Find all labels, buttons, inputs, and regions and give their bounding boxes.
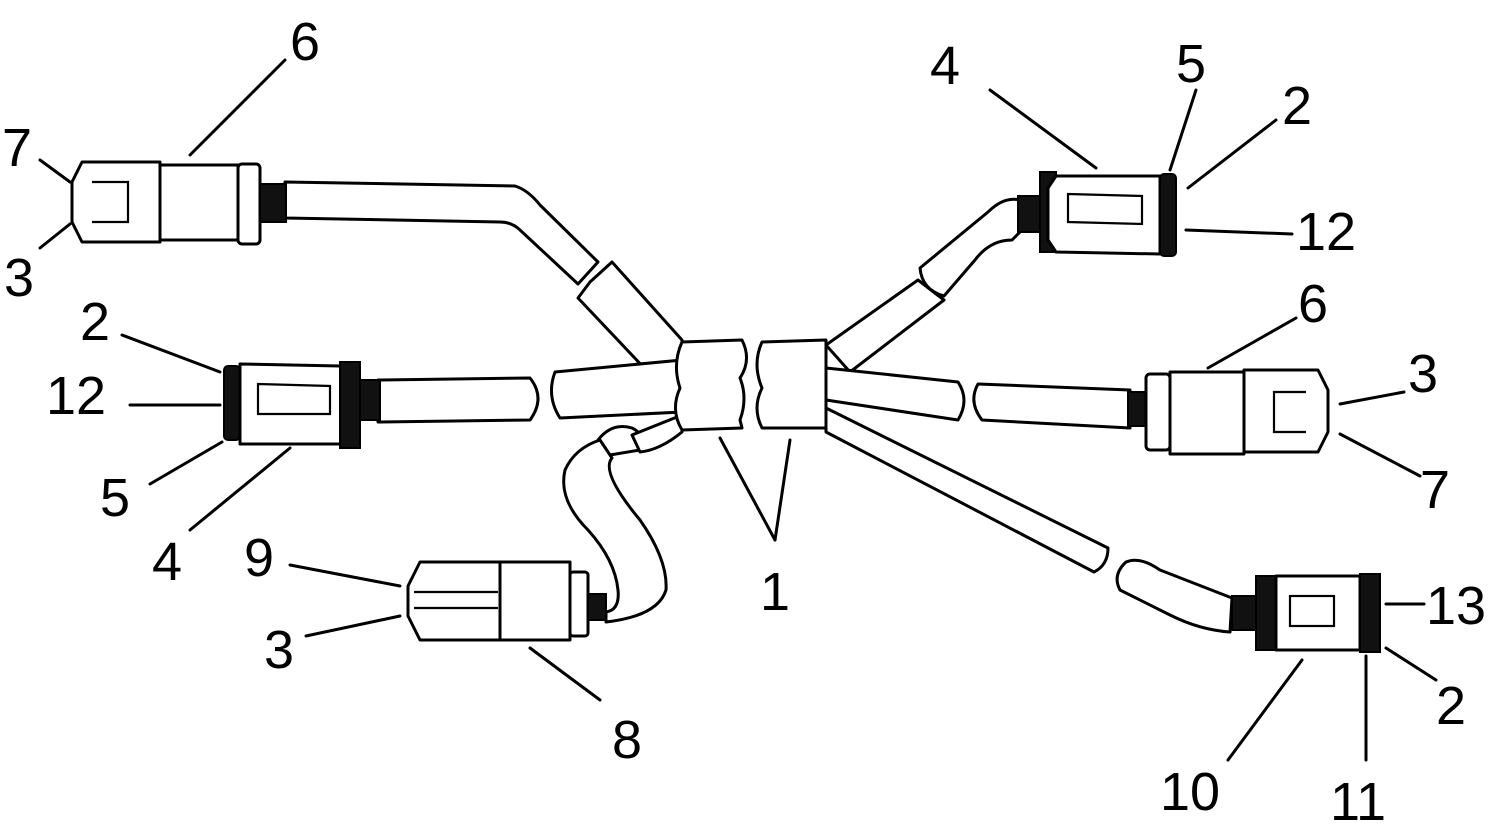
connector-mid-left — [223, 361, 381, 449]
connector-right — [1127, 368, 1330, 456]
callout-4-left: 4 — [152, 532, 182, 592]
connector-top-right — [1017, 171, 1177, 257]
callout-6-top-left: 6 — [290, 12, 320, 72]
leader-lines — [38, 58, 1438, 762]
callout-3-right: 3 — [1408, 344, 1438, 404]
callout-3-bottom-left: 3 — [264, 620, 294, 680]
callout-10: 10 — [1160, 762, 1220, 822]
callout-7-right: 7 — [1420, 460, 1450, 520]
callout-2-top-right: 2 — [1282, 76, 1312, 136]
connector-top-left — [70, 160, 287, 246]
callout-3-top-left: 3 — [4, 248, 34, 308]
connector-bottom-left — [406, 560, 607, 642]
callout-12-top-right: 12 — [1296, 202, 1356, 262]
callout-4-top-right: 4 — [930, 36, 960, 96]
callout-8: 8 — [612, 710, 642, 770]
callout-9: 9 — [244, 528, 274, 588]
callout-5-left: 5 — [100, 468, 130, 528]
callout-labels: 6 7 3 2 12 5 4 9 3 8 1 4 5 2 12 6 3 7 13… — [2, 12, 1486, 832]
callout-6-right: 6 — [1298, 274, 1328, 334]
callout-7-top-left: 7 — [2, 118, 32, 178]
callout-11: 11 — [1330, 772, 1386, 832]
callout-2-left: 2 — [80, 292, 110, 352]
callout-5-top-right: 5 — [1176, 34, 1206, 94]
callout-13: 13 — [1426, 576, 1486, 636]
callout-12-left: 12 — [46, 366, 106, 426]
connector-bottom-right — [1231, 573, 1381, 653]
callout-2-bottom-right: 2 — [1436, 676, 1466, 736]
harness-cables — [283, 180, 1234, 634]
callout-1: 1 — [760, 562, 790, 622]
